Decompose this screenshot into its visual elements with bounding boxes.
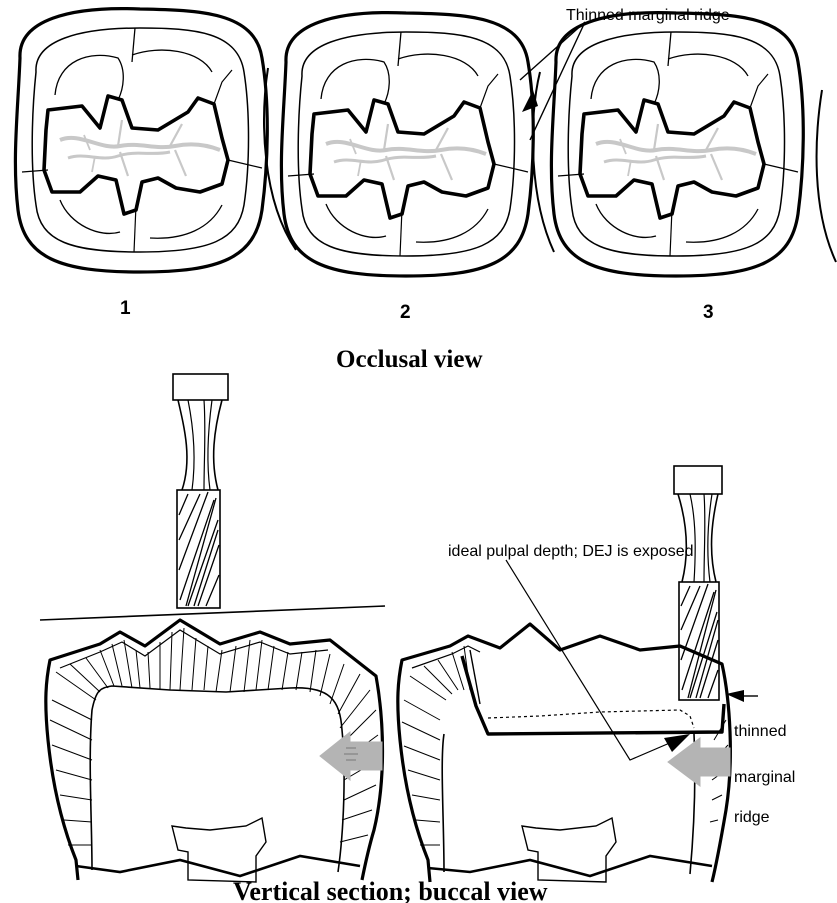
occlusal-caption: Occlusal view bbox=[336, 346, 483, 373]
callout-label: Thinned marginal ridge bbox=[566, 7, 730, 24]
tooth-1-occlusal bbox=[15, 9, 267, 272]
section-caption: Vertical section; buccal view bbox=[233, 877, 548, 903]
tooth-number-2: 2 bbox=[400, 302, 411, 323]
tooth-number-1: 1 bbox=[120, 298, 131, 319]
tooth-2-occlusal bbox=[281, 13, 533, 276]
bur-left bbox=[173, 374, 228, 608]
tooth-number-3: 3 bbox=[703, 302, 714, 323]
pulpal-depth-label: ideal pulpal depth; DEJ is exposed bbox=[448, 543, 694, 560]
marginal-label-line-2: marginal bbox=[734, 769, 795, 786]
tooth-3-occlusal bbox=[551, 13, 803, 276]
marginal-label-line-1: thinned bbox=[734, 723, 787, 740]
adjacent-tooth-3 bbox=[817, 90, 836, 262]
occlusal-view: Thinned marginal ridge 1 2 3 Occlusal vi… bbox=[15, 7, 836, 373]
bur-right bbox=[674, 466, 722, 700]
vertical-section: ideal pulpal depth; DEJ is exposed thinn… bbox=[40, 374, 795, 903]
marginal-label-line-3: ridge bbox=[734, 809, 770, 826]
pulpal-depth-leader bbox=[506, 560, 672, 760]
